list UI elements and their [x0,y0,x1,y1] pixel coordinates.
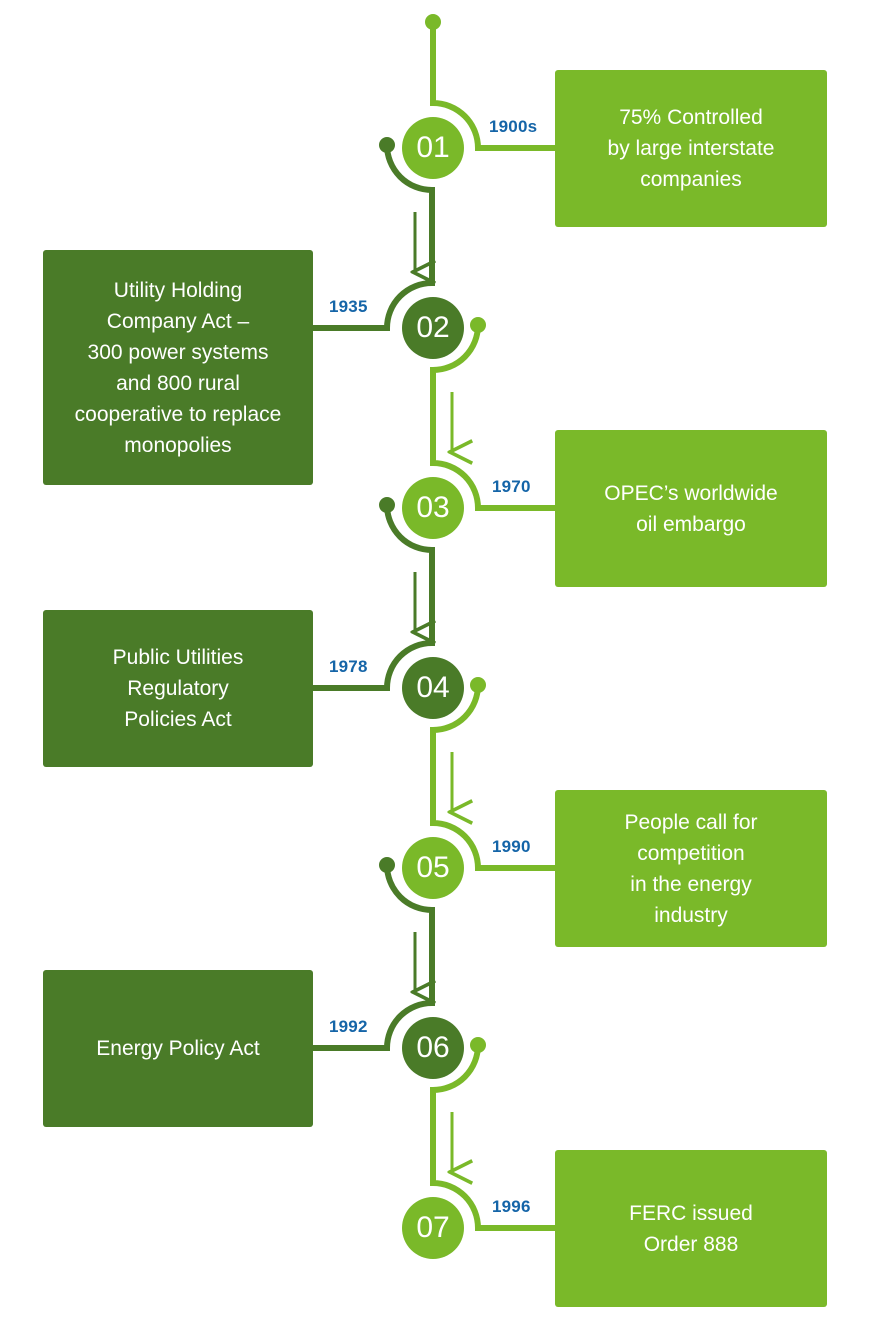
event-card-02-text: Utility Holding Company Act – 300 power … [75,275,282,461]
card-line: in the energy [630,872,752,896]
card-line: Public Utilities [112,646,244,669]
node-circle-01[interactable] [402,117,464,179]
card-line: Policies Act [124,708,232,731]
card-line: companies [640,168,742,191]
card-line: Utility Holding [113,278,243,302]
node-circle-02[interactable] [402,297,464,359]
connector-01-to-02 [313,137,432,331]
card-line: oil embargo [636,512,746,536]
event-card-06[interactable]: Energy Policy Act [43,970,313,1127]
event-card-05-text: People call for competition in the energ… [624,807,757,931]
node-number-07: 07 [416,1211,450,1244]
year-label-1992: 1992 [329,1017,368,1036]
node-circle-05[interactable] [402,837,464,899]
node-number-04: 04 [416,671,450,704]
card-line: FERC issued [629,1201,753,1225]
card-line: Regulatory [127,677,229,700]
card-line: monopolies [124,433,232,457]
card-line: industry [654,903,728,927]
event-card-06-text: Energy Policy Act [96,1033,259,1064]
event-card-01[interactable]: 75% Controlled by large interstate compa… [555,70,827,227]
node-circle-07[interactable] [402,1197,464,1259]
connector-04-to-05 [430,677,555,871]
connector-06-to-07 [430,1037,555,1231]
event-card-02[interactable]: Utility Holding Company Act – 300 power … [43,250,313,485]
card-line: cooperative to replace [74,402,282,426]
year-label-1990: 1990 [492,837,531,856]
card-line: OPEC’s worldwide [604,481,778,505]
event-card-01-text: 75% Controlled by large interstate compa… [608,102,775,195]
card-line: by large interstate [607,137,775,160]
card-line: Company Act – [106,309,250,333]
connector-02-to-03 [430,317,555,511]
node-circle-04[interactable] [402,657,464,719]
event-card-04[interactable]: Public Utilities Regulatory Policies Act [43,610,313,767]
card-line: Order 888 [643,1232,739,1256]
card-line: People call for [624,810,758,834]
node-circle-03[interactable] [402,477,464,539]
card-line: 300 power systems [87,340,269,364]
event-card-07-text: FERC issued Order 888 [629,1198,753,1260]
node-number-02: 02 [416,311,450,344]
year-label-1978: 1978 [329,657,368,676]
year-label-1996: 1996 [492,1197,531,1216]
year-label-1900s: 1900s [489,117,538,136]
node-circle-06[interactable] [402,1017,464,1079]
year-label-1970: 1970 [492,477,531,496]
event-card-03[interactable]: OPEC’s worldwide oil embargo [555,430,827,587]
card-line: competition [637,841,745,865]
card-line: and 800 rural [116,371,240,395]
node-number-06: 06 [416,1031,450,1064]
node-number-03: 03 [416,491,450,524]
card-line: 75% Controlled [619,106,763,129]
node-number-01: 01 [416,131,450,164]
connector-03-to-04 [313,497,432,691]
node-number-05: 05 [416,851,450,884]
year-label-1935: 1935 [329,297,368,316]
event-card-03-text: OPEC’s worldwide oil embargo [604,478,778,540]
event-card-04-text: Public Utilities Regulatory Policies Act [113,642,244,735]
connector-top-stub [425,14,555,151]
card-line: Energy Policy Act [96,1037,260,1060]
connector-05-to-06 [313,857,432,1051]
event-card-05[interactable]: People call for competition in the energ… [555,790,827,947]
event-card-07[interactable]: FERC issued Order 888 [555,1150,827,1307]
